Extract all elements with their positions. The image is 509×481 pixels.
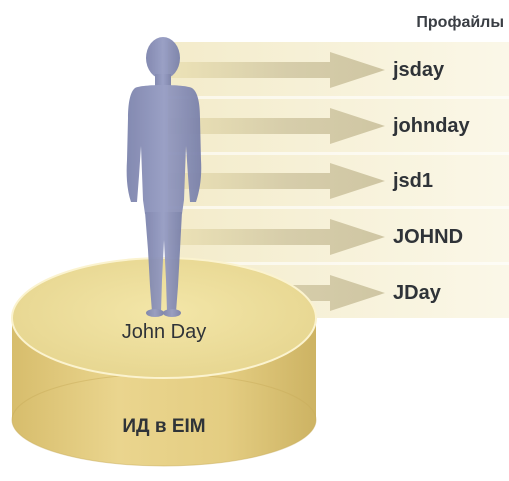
- arrow-johnday: [168, 108, 385, 144]
- person-silhouette-icon: [126, 37, 202, 317]
- arrow-johnd: [168, 219, 385, 255]
- profile-label-johnday: johnday: [392, 115, 471, 137]
- arrow-jsday: [168, 52, 385, 88]
- person-name: John Day: [122, 321, 207, 343]
- profile-label-jsd1: jsd1: [392, 170, 433, 192]
- profiles-title: Профайлы: [416, 14, 504, 31]
- arrow-jsd1: [168, 163, 385, 199]
- profile-label-johnd: JOHND: [393, 226, 463, 248]
- cylinder-label: ИД в EIM: [122, 416, 205, 437]
- eim-cylinder: [11, 257, 317, 467]
- profile-label-jsday: jsday: [392, 59, 445, 81]
- profile-label-jday: JDay: [393, 282, 442, 304]
